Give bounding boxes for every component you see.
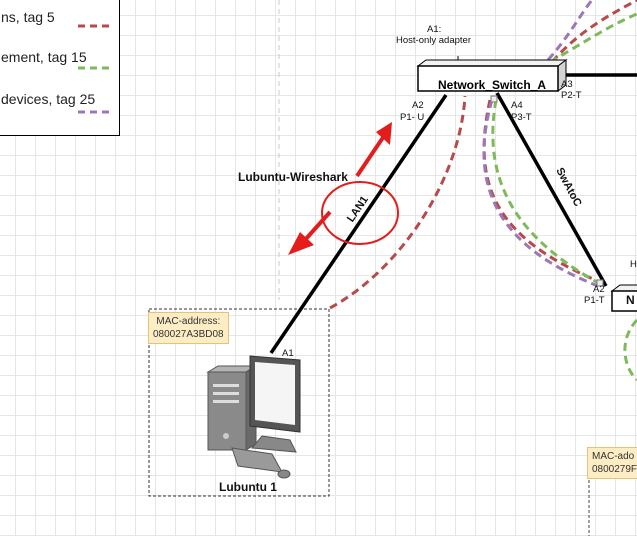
mac-label: MAC-address: [156,316,221,327]
vlan-purple-link [546,0,594,61]
port-a4-mode: P3-T [511,112,532,123]
port-marker [490,95,498,103]
vlan-green-link [491,99,601,286]
host2-mac-tag: MAC-ado 0800279F [587,447,637,479]
host1-port-label: A1 [282,348,294,359]
link-lan1 [269,94,448,354]
switch-c-top [610,284,637,292]
vlan-green-link [623,318,637,382]
mac-value: 080027A3BD08 [153,329,224,340]
switch-c-name: N [626,293,635,307]
legend-item-label: ement, tag 15 [1,49,87,65]
port-a2-mode: P1- U [400,112,425,123]
capture-arrow-head-up [376,122,392,145]
capture-arrow-head-down [288,232,314,255]
port-a1-label: A1: [427,24,442,35]
mac-label: MAC-ado [592,451,635,462]
host-frame [148,308,330,497]
computer-icon [206,355,301,479]
port-a1-description: Host-only adapter [396,35,471,46]
port-a3-mode: P2-T [561,90,582,101]
host1-mac-tag: MAC-address: 080027A3BD08 [148,312,229,344]
switch-a-front [417,65,559,92]
mac-value: 0800279F [592,464,637,475]
vlan-legend: ns, tag 5 ement, tag 15 devices, tag 25 [0,0,120,136]
capture-arrow-shaft [355,134,386,178]
link-swatoc [495,92,608,287]
port-marker [596,279,604,287]
port-a3-label: A3 [561,79,573,90]
vlan-red-link [550,0,637,63]
vlan-red-link [329,95,467,310]
host1-name: Lubuntu 1 [219,480,277,494]
legend-item-label: ns, tag 5 [1,9,55,25]
capture-label: Lubuntu-Wireshark [238,170,348,184]
switch-a-top [416,59,568,67]
switch-a-name: Network_Switch_A [438,78,547,92]
port-a4-label: A4 [511,100,523,111]
switch-c-front [611,290,637,312]
switch-c-port-mode: P1-T [584,295,605,306]
vlan-purple-link [482,99,599,288]
vlan-green-link [549,12,637,64]
port-a2-label: A2 [412,100,424,111]
lan1-highlight [321,181,399,245]
vlan-red-link [482,99,601,284]
switch-c-cut-label: H [630,259,637,270]
legend-item-label: devices, tag 25 [1,91,96,107]
switch-c-port-label: A2 [593,284,605,295]
